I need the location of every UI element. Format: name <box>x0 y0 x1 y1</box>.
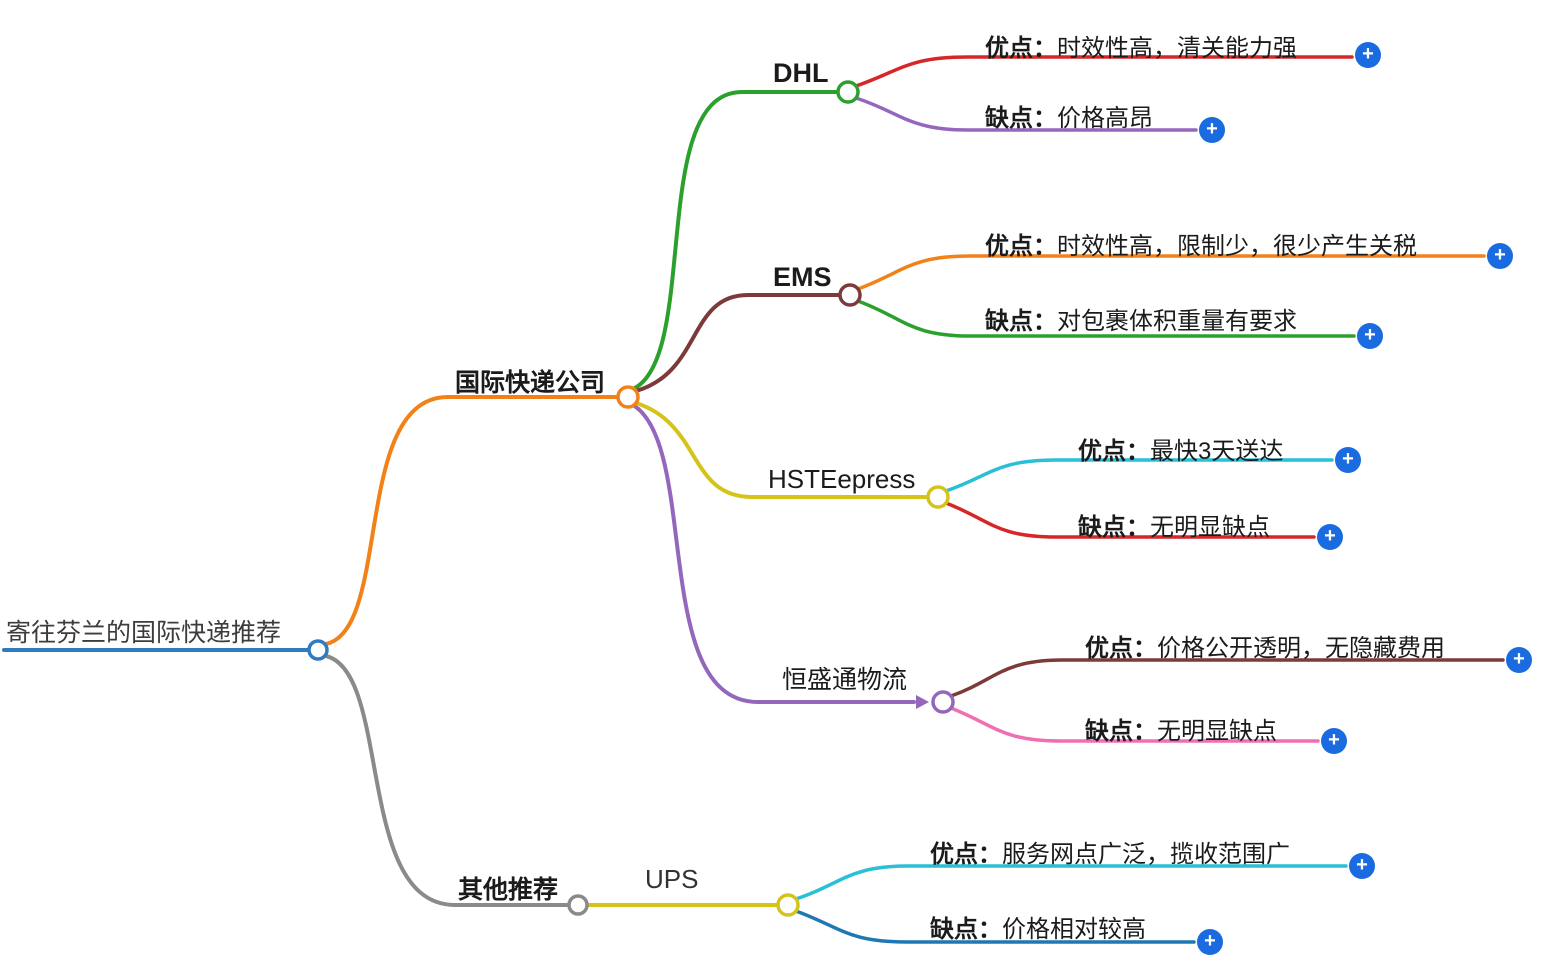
edge-intl-ems <box>634 293 840 393</box>
pros-prefix: 优点： <box>930 841 1002 868</box>
cons-text: 价格相对较高 <box>1002 916 1146 943</box>
hstl-cons-label[interactable]: 缺点：无明显缺点 <box>1085 711 1277 746</box>
expand-button-hst-cons[interactable]: + <box>1317 524 1343 550</box>
expand-button-dhl-cons[interactable]: + <box>1199 117 1225 143</box>
edge-root-other <box>324 654 569 907</box>
edge-hstl-pros <box>949 658 1505 698</box>
cons-prefix: 缺点： <box>930 916 1002 943</box>
cons-text: 价格高昂 <box>1057 105 1153 132</box>
cons-prefix: 缺点： <box>1085 718 1157 745</box>
node-other[interactable] <box>567 894 589 916</box>
node-ems[interactable] <box>838 283 862 307</box>
edge-ems-pros <box>856 254 1486 291</box>
expand-button-ups-pros[interactable]: + <box>1349 853 1375 879</box>
dhl-pros-label[interactable]: 优点：时效性高，清关能力强 <box>985 28 1297 63</box>
node-hstl[interactable] <box>931 690 955 714</box>
ups-cons-label[interactable]: 缺点：价格相对较高 <box>930 909 1146 944</box>
ems-pros-label[interactable]: 优点：时效性高，限制少，很少产生关税 <box>985 226 1417 261</box>
pros-text: 时效性高，限制少，很少产生关税 <box>1057 233 1417 260</box>
cons-prefix: 缺点： <box>1078 514 1150 541</box>
node-root[interactable] <box>307 639 329 661</box>
node-hst[interactable] <box>926 485 950 509</box>
edge-root-intl <box>324 395 619 646</box>
node-ups[interactable] <box>776 893 800 917</box>
pros-prefix: 优点： <box>1085 635 1157 662</box>
hst-pros-label[interactable]: 优点：最快3天送达 <box>1078 431 1283 466</box>
node-label-hst[interactable]: HSTEepress <box>768 464 916 494</box>
edge-hstl-cons <box>949 706 1320 743</box>
expand-button-hst-pros[interactable]: + <box>1335 447 1361 473</box>
node-label-hstl[interactable]: 恒盛通物流 <box>782 666 908 694</box>
arrowhead-icon <box>916 695 929 709</box>
edge-intl-hst <box>634 401 928 499</box>
edge-ems-cons <box>856 299 1356 338</box>
pros-text: 时效性高，清关能力强 <box>1057 35 1297 62</box>
branch-label-intl[interactable]: 国际快递公司 <box>455 369 606 397</box>
expand-button-ems-pros[interactable]: + <box>1487 243 1513 269</box>
expand-button-hstl-cons[interactable]: + <box>1321 728 1347 754</box>
edge-intl-dhl <box>631 90 838 391</box>
expand-button-ems-cons[interactable]: + <box>1357 323 1383 349</box>
edge-dhl-cons <box>854 96 1198 132</box>
pros-text: 价格公开透明，无隐藏费用 <box>1157 635 1445 662</box>
branch-label-other[interactable]: 其他推荐 <box>458 876 559 904</box>
pros-prefix: 优点： <box>985 233 1057 260</box>
hst-cons-label[interactable]: 缺点：无明显缺点 <box>1078 507 1270 542</box>
pros-text: 最快3天送达 <box>1150 438 1284 465</box>
pros-prefix: 优点： <box>1078 438 1150 465</box>
expand-button-ups-cons[interactable]: + <box>1197 929 1223 955</box>
edge-ups-pros <box>794 864 1348 901</box>
node-label-ups[interactable]: UPS <box>645 864 699 894</box>
expand-button-dhl-pros[interactable]: + <box>1355 42 1381 68</box>
cons-prefix: 缺点： <box>985 105 1057 132</box>
root-label[interactable]: 寄往芬兰的国际快递推荐 <box>6 619 282 647</box>
edge-dhl-pros <box>854 55 1354 88</box>
edge-intl-hstl <box>631 403 916 704</box>
cons-text: 无明显缺点 <box>1150 514 1270 541</box>
node-intl[interactable] <box>616 385 640 409</box>
node-dhl[interactable] <box>836 80 860 104</box>
dhl-cons-label[interactable]: 缺点：价格高昂 <box>985 98 1153 133</box>
ems-cons-label[interactable]: 缺点：对包裹体积重量有要求 <box>985 301 1297 336</box>
edge-ups-cons <box>794 909 1196 944</box>
cons-text: 无明显缺点 <box>1157 718 1277 745</box>
ups-pros-label[interactable]: 优点：服务网点广泛，揽收范围广 <box>930 834 1290 869</box>
expand-button-hstl-pros[interactable]: + <box>1506 647 1532 673</box>
node-label-ems[interactable]: EMS <box>773 262 832 292</box>
pros-text: 服务网点广泛，揽收范围广 <box>1002 841 1290 868</box>
node-label-dhl[interactable]: DHL <box>773 58 829 88</box>
hstl-pros-label[interactable]: 优点：价格公开透明，无隐藏费用 <box>1085 628 1445 663</box>
pros-prefix: 优点： <box>985 35 1057 62</box>
cons-prefix: 缺点： <box>985 308 1057 335</box>
cons-text: 对包裹体积重量有要求 <box>1057 308 1297 335</box>
edge-hst-cons <box>944 501 1316 539</box>
edge-hst-pros <box>944 458 1334 493</box>
